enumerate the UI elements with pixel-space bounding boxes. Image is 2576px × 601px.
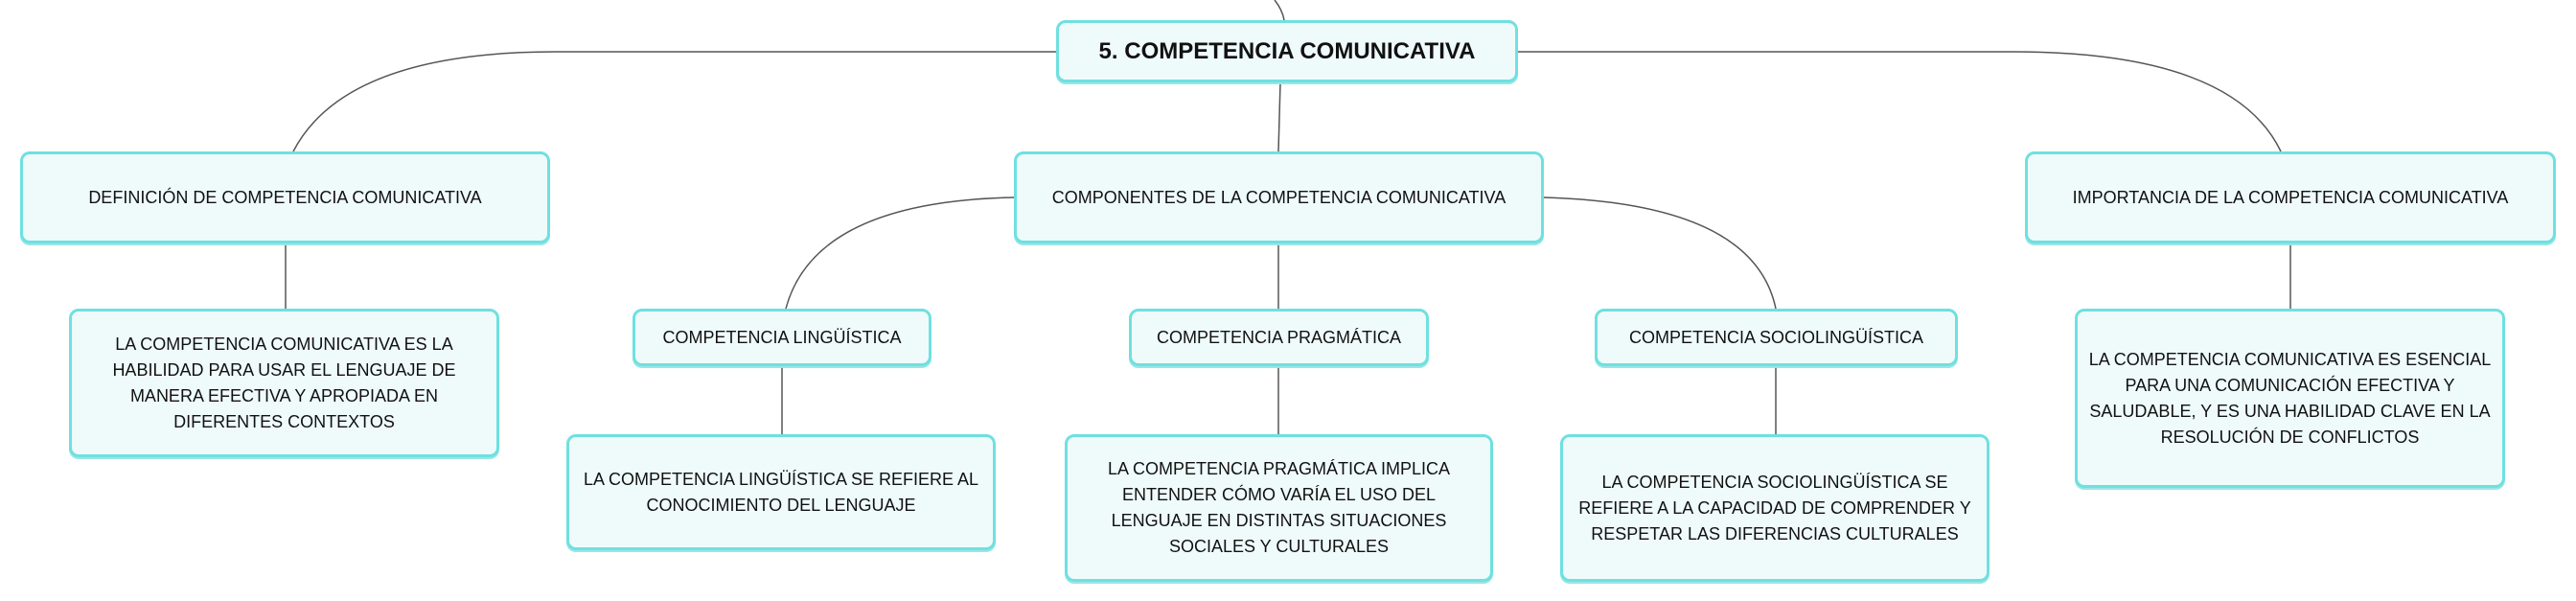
link-components-socio [1543,196,1777,310]
importance-topic[interactable]: IMPORTANCIA DE LA COMPETENCIA COMUNICATI… [2025,151,2556,243]
importance-text[interactable]: LA COMPETENCIA COMUNICATIVA ES ESENCIAL … [2075,309,2505,488]
linguistica-text[interactable]: LA COMPETENCIA LINGÜÍSTICA SE REFIERE AL… [566,434,996,550]
sociolinguistica-topic[interactable]: COMPETENCIA SOCIOLINGÜÍSTICA [1595,309,1958,366]
sociolinguistica-text[interactable]: LA COMPETENCIA SOCIOLINGÜÍSTICA SE REFIE… [1560,434,1990,582]
root-topic[interactable]: 5. COMPETENCIA COMUNICATIVA [1056,20,1518,82]
components-topic[interactable]: COMPONENTES DE LA COMPETENCIA COMUNICATI… [1014,151,1544,243]
definition-topic[interactable]: DEFINICIÓN DE COMPETENCIA COMUNICATIVA [20,151,550,243]
definition-text[interactable]: LA COMPETENCIA COMUNICATIVA ES LA HABILI… [69,309,499,457]
pragmatica-topic[interactable]: COMPETENCIA PRAGMÁTICA [1129,309,1429,366]
pragmatica-text[interactable]: LA COMPETENCIA PRAGMÁTICA IMPLICA ENTEND… [1065,434,1493,582]
link-parent-root [1274,0,1285,21]
linguistica-topic[interactable]: COMPETENCIA LINGÜÍSTICA [632,309,932,366]
link-root-definition [292,51,1056,152]
link-components-linguistica [785,196,1015,310]
link-root-components [1277,81,1281,152]
link-root-importance [1518,51,2282,152]
